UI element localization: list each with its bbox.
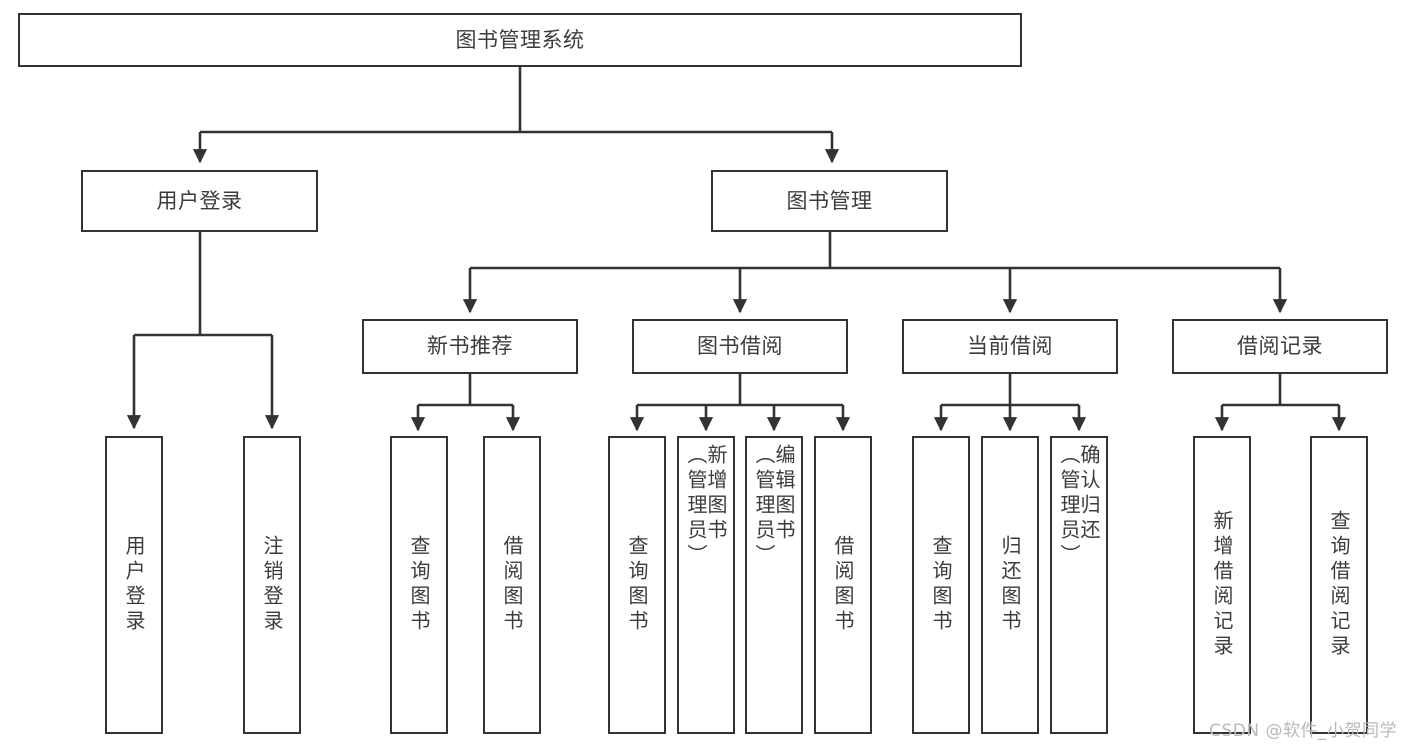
- node-label: 借阅记录: [1237, 334, 1323, 359]
- leaf-borrow-record-query-record[interactable]: 查询借阅记录: [1310, 436, 1368, 734]
- node-label: 注销登录: [260, 535, 284, 635]
- leaf-new-book-borrow-book[interactable]: 借阅图书: [483, 436, 541, 734]
- node-label: 用户登录: [156, 188, 243, 213]
- node-book-borrow[interactable]: 图书借阅: [632, 319, 848, 374]
- leaf-book-borrow-add-book-admin[interactable]: 新增图书 （管理员）: [677, 436, 735, 734]
- node-label: 查询图书: [625, 535, 649, 635]
- node-label: 图书管理系统: [455, 27, 585, 52]
- node-label: 查询图书: [407, 535, 431, 635]
- node-new-book-recommend[interactable]: 新书推荐: [362, 319, 578, 374]
- node-current-borrow[interactable]: 当前借阅: [902, 319, 1118, 374]
- node-user-login[interactable]: 用户登录: [81, 170, 318, 232]
- leaf-user-login-logout[interactable]: 注销登录: [243, 436, 301, 734]
- node-label: 查询图书: [929, 535, 953, 635]
- node-label: 编辑图书 （管理员）: [752, 444, 796, 569]
- node-label: 归还图书: [998, 535, 1022, 635]
- node-label: 确认归还 （管理员）: [1057, 444, 1101, 569]
- node-label: 图书管理: [786, 188, 873, 213]
- node-label: 用户登录: [122, 535, 146, 635]
- leaf-book-borrow-edit-book-admin[interactable]: 编辑图书 （管理员）: [745, 436, 803, 734]
- node-label: 新书推荐: [427, 334, 513, 359]
- node-book-management[interactable]: 图书管理: [711, 170, 948, 232]
- node-borrow-record[interactable]: 借阅记录: [1172, 319, 1388, 374]
- node-root-library-management-system[interactable]: 图书管理系统: [18, 13, 1022, 67]
- leaf-current-borrow-return-book[interactable]: 归还图书: [981, 436, 1039, 734]
- node-label: 图书借阅: [697, 334, 783, 359]
- leaf-new-book-query-book[interactable]: 查询图书: [390, 436, 448, 734]
- leaf-book-borrow-borrow-book[interactable]: 借阅图书: [814, 436, 872, 734]
- node-label: 借阅图书: [831, 535, 855, 635]
- leaf-book-borrow-query-book[interactable]: 查询图书: [608, 436, 666, 734]
- csdn-watermark: CSDN @软件_小贺同学: [1209, 721, 1397, 741]
- leaf-current-borrow-query-book[interactable]: 查询图书: [912, 436, 970, 734]
- leaf-user-login-login[interactable]: 用户登录: [105, 436, 163, 734]
- node-label: 查询借阅记录: [1327, 510, 1351, 660]
- node-label: 当前借阅: [967, 334, 1053, 359]
- node-label: 借阅图书: [500, 535, 524, 635]
- leaf-borrow-record-add-record[interactable]: 新增借阅记录: [1193, 436, 1251, 734]
- leaf-current-borrow-confirm-return-admin[interactable]: 确认归还 （管理员）: [1050, 436, 1108, 734]
- node-label: 新增借阅记录: [1210, 510, 1234, 660]
- node-label: 新增图书 （管理员）: [684, 444, 728, 569]
